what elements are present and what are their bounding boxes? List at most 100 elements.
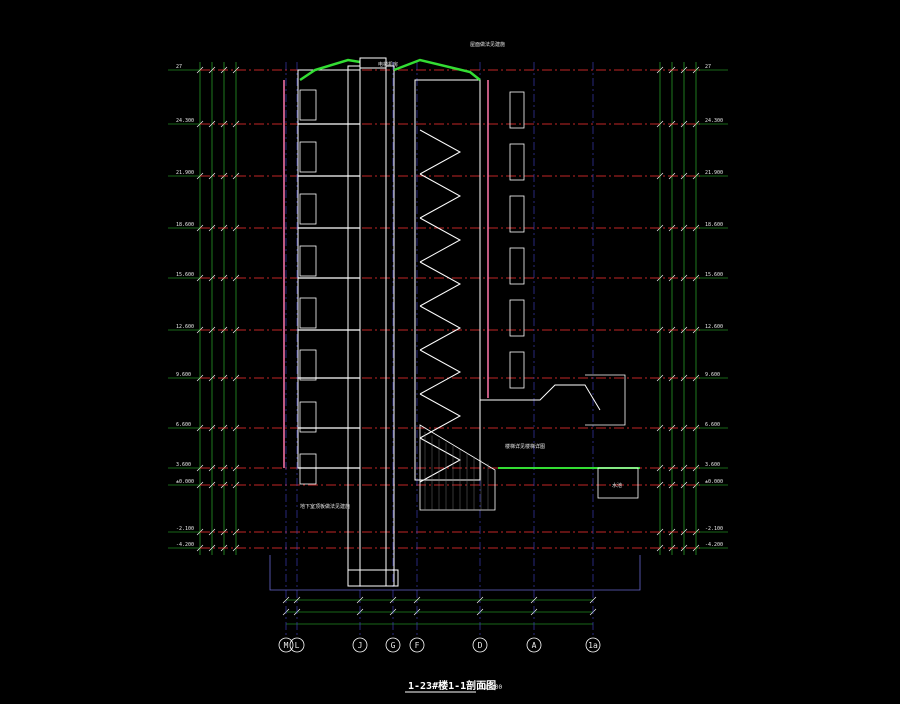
pool-box (597, 467, 639, 499)
elevation-label-left: 27 (176, 64, 182, 70)
elevation-label-left: 9.600 (176, 372, 191, 378)
basement-note: 地下室顶板做法见建施 (300, 503, 350, 510)
dim-tick (208, 528, 216, 536)
axis-label: L (295, 641, 300, 650)
axis-bubble (585, 637, 601, 653)
window (299, 349, 317, 381)
elevation-label-left: 6.600 (176, 422, 191, 428)
pool-label: 水池 (612, 482, 622, 489)
window (299, 89, 317, 121)
elevation-label-right: 9.600 (705, 372, 720, 378)
stair-flight (419, 173, 462, 219)
window (299, 297, 317, 329)
dim-tick (208, 424, 216, 432)
axis-label: D (478, 641, 483, 650)
drawing-title: 1-23#楼1-1剖面图 (408, 679, 496, 692)
dim-tick (282, 596, 290, 604)
dim-tick (680, 424, 688, 432)
window (509, 351, 525, 389)
elevation-label-left: 15.600 (176, 272, 194, 278)
dim-tick (680, 326, 688, 334)
axis-label: M (284, 641, 289, 650)
axis-label: 1a (588, 641, 598, 650)
elevation-label-left: 3.600 (176, 462, 191, 468)
dim-tick (293, 596, 301, 604)
axis-bubble (289, 637, 305, 653)
stair-flight (419, 437, 462, 483)
window (299, 141, 317, 173)
window (509, 195, 525, 233)
elevation-label-right: 12.600 (705, 324, 723, 330)
roof-note: 屋面做法见建施 (470, 41, 505, 48)
axis-bubble (352, 637, 368, 653)
dim-tick (680, 172, 688, 180)
drawing-scale: 1:100 (484, 684, 502, 691)
stair-flight (419, 129, 462, 175)
annex-outline (480, 384, 601, 411)
stair-flight (419, 305, 462, 351)
dim-tick (208, 481, 216, 489)
stair-flight (419, 261, 462, 307)
grid-axis-lines (285, 62, 594, 636)
dim-tick (208, 326, 216, 334)
elevation-label-right: 21.900 (705, 170, 723, 176)
elevation-label-right: 6.600 (705, 422, 720, 428)
dim-tick (413, 596, 421, 604)
axis-bubble (526, 637, 542, 653)
dim-tick (208, 374, 216, 382)
dim-tick (680, 120, 688, 128)
stairs (419, 129, 496, 511)
dim-tick (680, 66, 688, 74)
left-block-outline (297, 69, 361, 469)
elevation-label-right: 15.600 (705, 272, 723, 278)
dim-tick (389, 596, 397, 604)
elevation-label-right: 18.600 (705, 222, 723, 228)
dim-tick (208, 172, 216, 180)
dim-tick (680, 481, 688, 489)
window (299, 245, 317, 277)
elevation-label-left: 12.600 (176, 324, 194, 330)
window (509, 91, 525, 129)
elevation-label-right: -4.200 (705, 542, 723, 548)
stair-note: 楼梯详见楼梯详图 (505, 443, 545, 450)
window (299, 401, 317, 433)
axis-label: G (391, 641, 396, 650)
dim-tick (208, 120, 216, 128)
elevation-label-left: -2.100 (176, 526, 194, 532)
dim-tick (530, 596, 538, 604)
axis-bubble (385, 637, 401, 653)
roof-room (359, 57, 387, 69)
elevation-label-right: 24.300 (705, 118, 723, 124)
machine-room-label: 电梯机房 (378, 61, 398, 68)
dim-tick (208, 224, 216, 232)
axis-bubble (278, 637, 294, 653)
stair-mass (419, 424, 496, 511)
axis-bubble (409, 637, 425, 653)
dim-tick (208, 544, 216, 552)
pit (347, 569, 399, 587)
dim-tick (476, 596, 484, 604)
elevation-label-left: -4.200 (176, 542, 194, 548)
dim-tick (680, 544, 688, 552)
elevation-label-left: 24.300 (176, 118, 194, 124)
window (509, 299, 525, 337)
dim-tick (208, 66, 216, 74)
roof-right (393, 58, 481, 81)
elevation-label-left: 18.600 (176, 222, 194, 228)
dim-tick (680, 274, 688, 282)
window (509, 143, 525, 181)
window (299, 453, 317, 485)
dim-tick (680, 224, 688, 232)
dim-tick (208, 274, 216, 282)
basement (269, 467, 641, 591)
elevation-label-right: 27 (705, 64, 711, 70)
stair-flight (419, 349, 462, 395)
elevation-label-left: 21.900 (176, 170, 194, 176)
elevation-label-right: -2.100 (705, 526, 723, 532)
roof (299, 57, 481, 82)
axis-label: F (415, 641, 420, 650)
stair-core (414, 79, 481, 481)
dim-tick (680, 528, 688, 536)
